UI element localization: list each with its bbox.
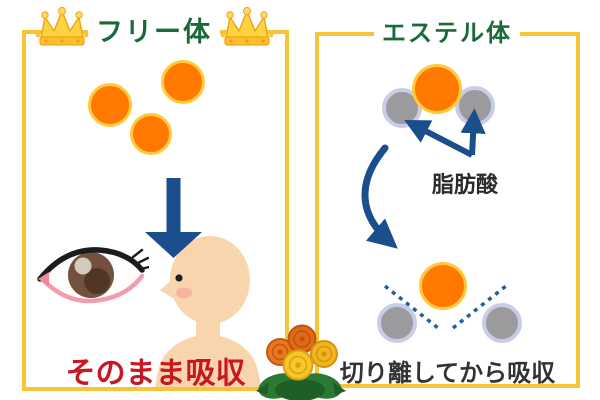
fatty-acid-circle [377, 303, 417, 343]
fatty-acid-arrows-icon [404, 108, 486, 158]
marigold-icon [255, 324, 347, 400]
free-form-caption: そのまま吸収 [65, 356, 246, 391]
lutein-circle [161, 60, 205, 104]
curved-arrow-icon [361, 144, 398, 249]
lutein-circle [412, 64, 462, 114]
fatty-acid-label: 脂肪酸 [431, 173, 498, 198]
free-form-title: フリー体 [88, 10, 220, 49]
fatty-acid-circle [482, 303, 522, 343]
person-icon [152, 228, 264, 387]
ester-form-title: エステル体 [374, 13, 520, 48]
ester-form-caption: 切り離してから吸収 [339, 359, 556, 387]
lutein-circle [130, 113, 172, 155]
free-form-panel [22, 30, 289, 391]
down-arrow-icon [145, 178, 202, 258]
lutein-circle [419, 262, 467, 310]
cut-dashed-lines-icon [383, 284, 508, 330]
lutein-circle [88, 83, 132, 127]
eye-icon [37, 242, 151, 308]
crown-icon [34, 6, 90, 53]
crown-icon [219, 6, 275, 53]
